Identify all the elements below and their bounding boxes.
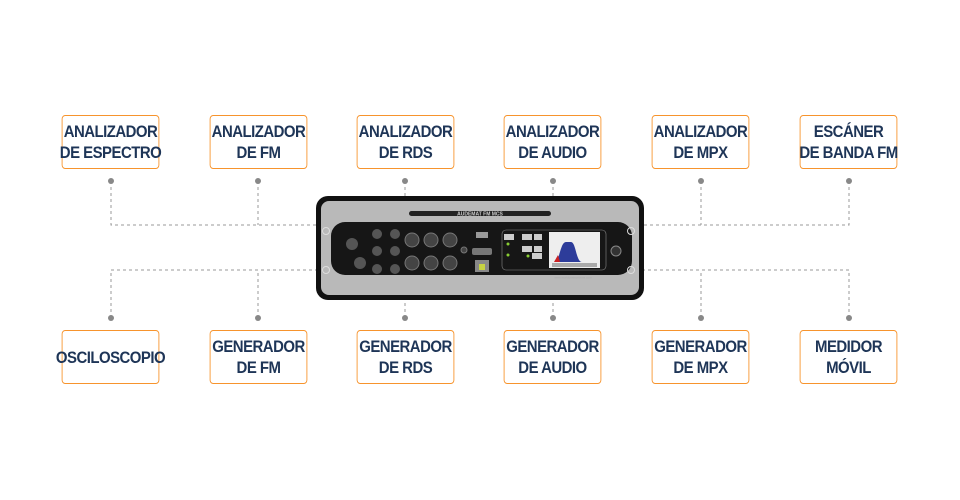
module-label: GENERADOR [212,337,305,356]
module-label: DE AUDIO [518,358,587,377]
module-label: ANALIZADOR [211,122,306,141]
module-label: DE RDS [378,358,433,377]
module-label: DE FM [236,358,281,377]
module-label: MÓVIL [826,358,871,377]
module-label: DE MPX [673,358,728,377]
module-analizador-de-audio: ANALIZADOR DE AUDIO [503,115,602,169]
module-label: DE BANDA FM [799,143,898,162]
module-generador-de-fm: GENERADOR DE FM [209,330,308,384]
module-label: DE FM [236,143,281,162]
module-analizador-de-mpx: ANALIZADOR DE MPX [651,115,750,169]
device-website: www.worldcastsystems.com [554,276,592,280]
module-label: DE RDS [378,143,433,162]
module-label: DE ESPECTRO [59,143,162,162]
module-label: OSCILOSCOPIO [55,347,166,367]
module-label: ESCÁNER [813,122,884,141]
module-label: ANALIZADOR [505,122,600,141]
module-analizador-de-fm: ANALIZADOR DE FM [209,115,308,169]
module-generador-de-rds: GENERADOR DE RDS [356,330,455,384]
module-analizador-de-espectro: ANALIZADOR DE ESPECTRO [59,115,162,169]
module-label: ANALIZADOR [358,122,453,141]
module-label: GENERADOR [654,337,747,356]
module-label: MEDIDOR [815,337,882,356]
module-generador-de-audio: GENERADOR DE AUDIO [503,330,602,384]
module-medidor-movil: MEDIDOR MÓVIL [799,330,898,384]
device-name: AUDEMAT FM MCS [457,212,503,218]
device-panel: AUDEMAT FM MCS www.worldcastsystems.com [316,196,644,300]
module-generador-de-mpx: GENERADOR DE MPX [651,330,750,384]
module-label: GENERADOR [506,337,599,356]
module-analizador-de-rds: ANALIZADOR DE RDS [356,115,455,169]
module-label: ANALIZADOR [653,122,748,141]
module-label: DE MPX [673,143,728,162]
module-label: GENERADOR [359,337,452,356]
module-escaner-de-banda-fm: ESCÁNER DE BANDA FM [799,115,898,169]
module-osciloscopio: OSCILOSCOPIO [56,330,166,384]
module-label: ANALIZADOR [63,122,158,141]
module-label: DE AUDIO [518,143,587,162]
